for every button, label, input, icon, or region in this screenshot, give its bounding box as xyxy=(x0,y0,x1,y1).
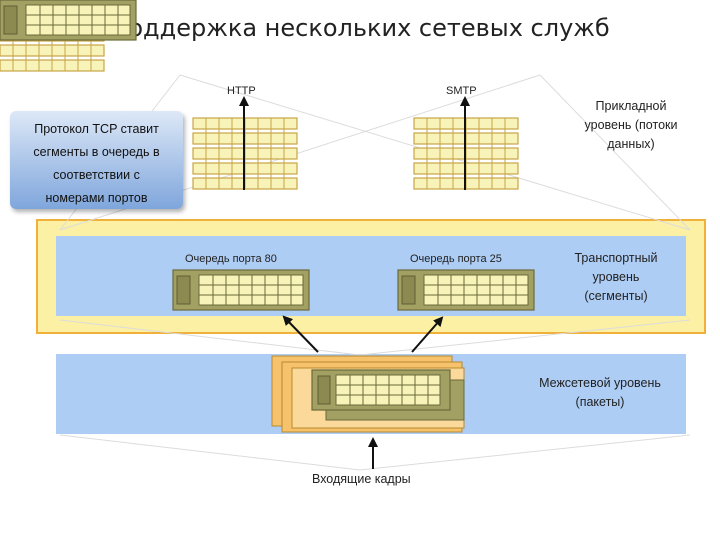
tcp-callout-box: Протокол TCP ставит сегменты в очередь в… xyxy=(10,111,183,209)
port-80-queue xyxy=(172,269,310,311)
smtp-label: SMTP xyxy=(446,85,477,97)
port-25-queue-label: Очередь порта 25 xyxy=(410,253,502,265)
packet-to-port80-arrow xyxy=(282,315,319,353)
callout-line-2: сегменты в очередь в xyxy=(33,145,160,159)
application-layer-label: Прикладной уровень (потоки данных) xyxy=(584,99,678,151)
packet-stack xyxy=(271,355,465,433)
internet-layer-label: Межсетевой уровень (пакеты) xyxy=(539,376,661,409)
transport-layer-label: Транспортный уровень (сегменты) xyxy=(574,251,658,303)
packet-to-port25-arrow xyxy=(411,316,444,353)
callout-line-4: номерами портов xyxy=(45,191,148,205)
page-title: Поддержка нескольких сетевых служб xyxy=(110,14,610,42)
callout-line-3: соответствии с xyxy=(53,168,140,182)
incoming-frames-label: Входящие кадры xyxy=(312,472,411,486)
port-80-queue-label: Очередь порта 80 xyxy=(185,253,277,265)
transport-layer-band xyxy=(56,236,686,316)
http-label: HTTP xyxy=(227,85,256,97)
callout-line-1: Протокол TCP ставит xyxy=(34,122,159,136)
port-25-queue xyxy=(397,269,535,311)
